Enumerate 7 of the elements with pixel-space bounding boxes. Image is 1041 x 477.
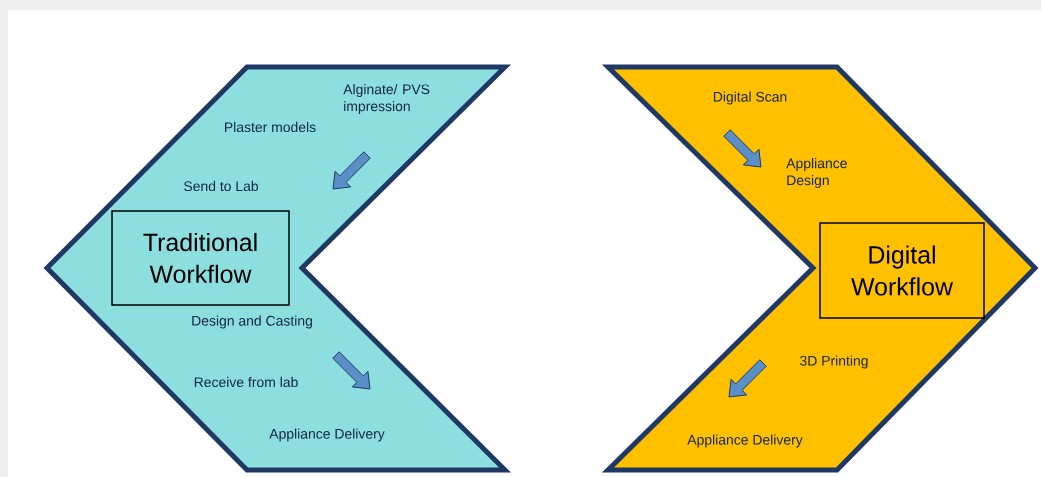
step-text: Send to Lab [184,180,258,192]
step-text: Plaster models [225,121,316,133]
step-text: Appliance Delivery [269,428,385,442]
step-text: Receive from lab [194,376,298,388]
step-text: Alginate/ PVS impression [343,84,430,114]
step-text: Design and Casting [192,315,312,329]
title-box: Traditional Workflow [111,210,290,306]
